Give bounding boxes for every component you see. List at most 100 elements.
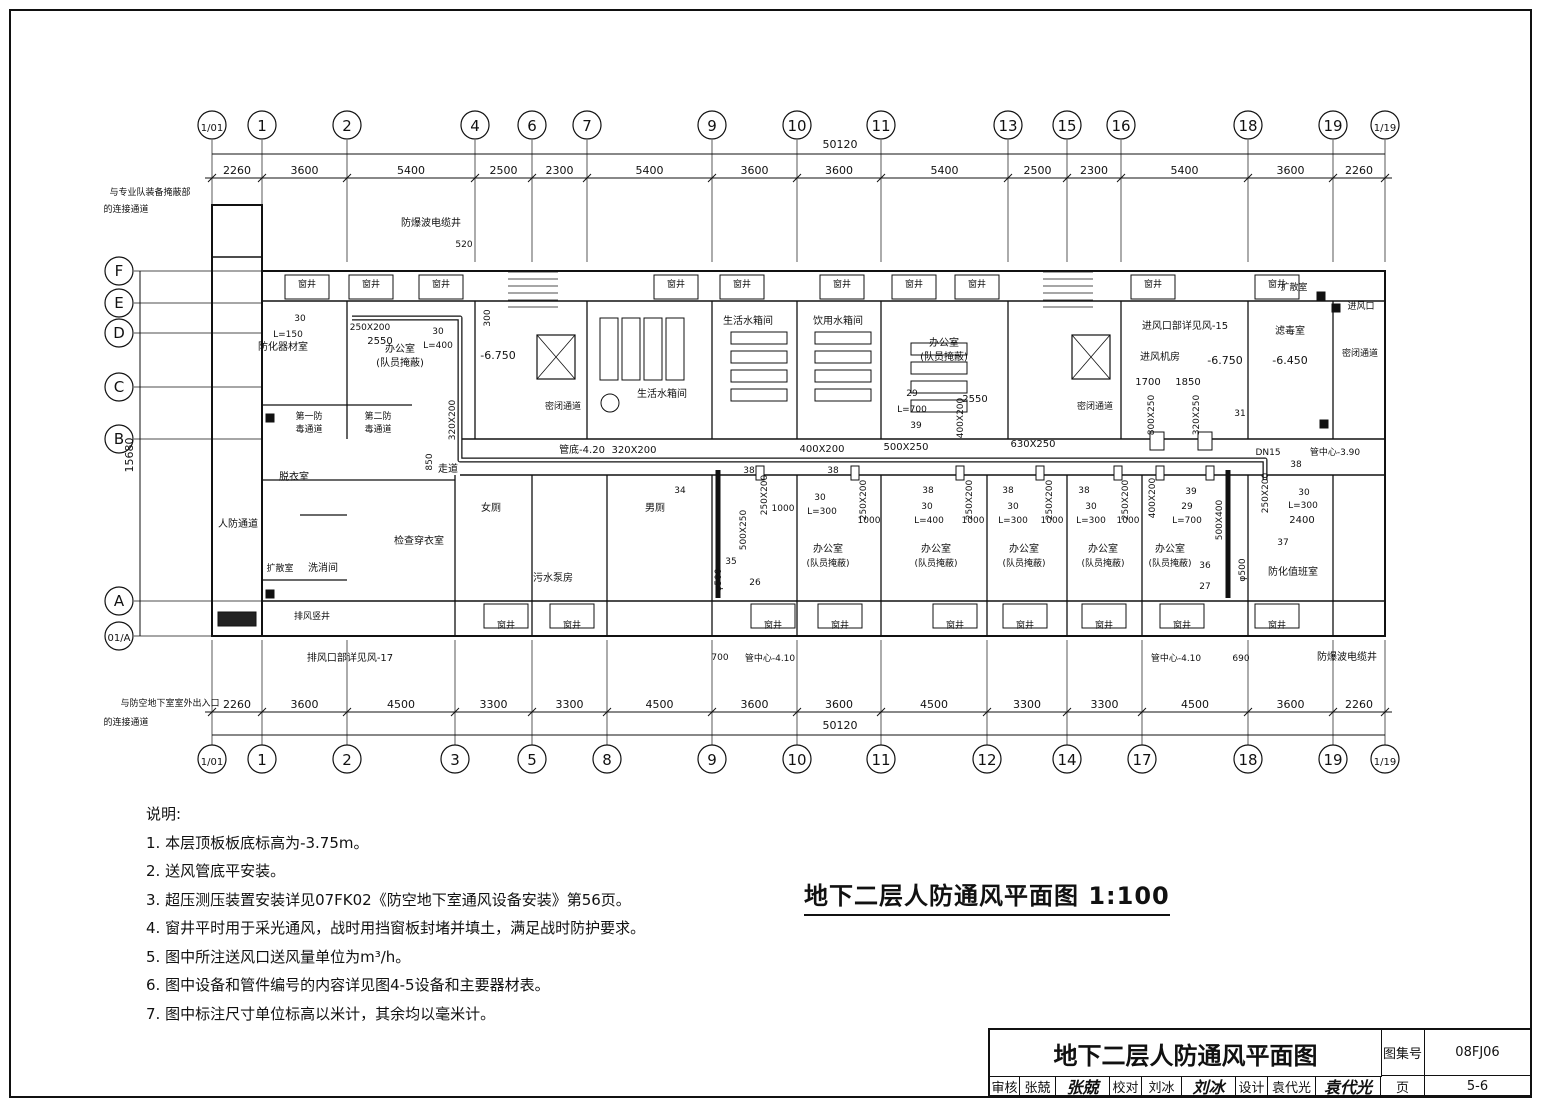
window-shaft-label: 窗井	[1173, 619, 1191, 631]
exhaust-grille	[217, 611, 257, 627]
window-shaft	[719, 274, 765, 300]
axis-bubble	[197, 110, 227, 140]
dimension-tick	[1328, 707, 1338, 717]
duct-size-label: φ500	[714, 568, 724, 591]
dimension-value: 2550	[962, 394, 987, 405]
room-label: 走道	[438, 462, 458, 475]
axis-bubble	[572, 110, 602, 140]
axis-label: 18	[1238, 751, 1257, 769]
item-number: 27	[1199, 582, 1210, 592]
dimension-tick	[527, 173, 537, 183]
item-number: 30	[1085, 502, 1097, 512]
bottom-dimension-value: 3600	[741, 698, 769, 711]
top-dimension-value: 2500	[490, 164, 518, 177]
axis-bubble	[104, 318, 134, 348]
title-block-title: 地下二层人防通风平面图	[990, 1030, 1382, 1077]
axis-label: 1/01	[201, 123, 223, 134]
axis-label: 01/A	[108, 633, 131, 644]
airflow-label: L=150	[273, 330, 303, 340]
bottom-dimension-value: 4500	[920, 698, 948, 711]
window-shaft	[549, 603, 595, 629]
axis-label: 11	[871, 751, 890, 769]
axis-bubble	[104, 256, 134, 286]
room-label: 滤毒室	[1275, 324, 1305, 337]
passage-wall	[211, 204, 263, 637]
axis-label: 17	[1132, 751, 1151, 769]
item-number: 34	[674, 486, 686, 496]
room-label: 办公室	[921, 542, 951, 555]
note-item: 2. 送风管底平安装。	[146, 862, 286, 880]
room-label: (队员掩蔽)	[1081, 557, 1124, 569]
axis-bubble	[104, 424, 134, 454]
item-number: 38	[743, 466, 755, 476]
item-number: 38	[1078, 486, 1090, 496]
item-number: 37	[1277, 538, 1288, 548]
total-dimension-bottom: 50120	[823, 719, 858, 732]
design-name: 袁代光	[1268, 1076, 1316, 1097]
bottom-dimension-value: 3600	[1277, 698, 1305, 711]
axis-label: 19	[1323, 117, 1342, 135]
top-dimension-value: 3600	[825, 164, 853, 177]
axis-label: 14	[1057, 751, 1076, 769]
axis-bubble	[104, 372, 134, 402]
axis-label: D	[113, 324, 125, 342]
dimension-value: 690	[1232, 654, 1249, 664]
dimension-value: 1000	[772, 504, 795, 514]
window-shaft	[653, 274, 699, 300]
item-number: 29	[1181, 502, 1193, 512]
duct-size-label: 630X250	[1010, 439, 1055, 450]
water-tank	[814, 331, 872, 345]
elevator-shaft	[1071, 334, 1111, 380]
title-block: 地下二层人防通风平面图 图集号 08FJ06 审核 张兢 张兢 校对 刘冰 刘冰…	[988, 1028, 1532, 1097]
duct-size-label: 250X200	[859, 479, 869, 520]
pump-icon	[600, 393, 620, 413]
room-label: 办公室	[1155, 542, 1185, 555]
room-label: 办公室	[1009, 542, 1039, 555]
axis-bubble	[782, 744, 812, 774]
duct-size-label: 400X200	[956, 397, 966, 438]
top-dimension-value: 2260	[1345, 164, 1373, 177]
duct-size-label: 250X200	[1121, 479, 1131, 520]
bottom-dimension-value: 2260	[1345, 698, 1373, 711]
pipe-size-label: DN15	[1255, 448, 1280, 458]
axis-bubble	[972, 744, 1002, 774]
axis-label: 11	[871, 117, 890, 135]
room-label: 生活水箱间	[637, 387, 687, 400]
axis-label: 5	[527, 751, 537, 769]
page-label: 页	[1381, 1076, 1425, 1097]
bottom-dimension-value: 3600	[291, 698, 319, 711]
connection-note: 与专业队装备掩蔽部	[109, 186, 190, 198]
atlas-number: 08FJ06	[1425, 1030, 1530, 1076]
window-shaft	[1254, 603, 1300, 629]
duct-elevation-label: 管中心-4.10	[745, 652, 796, 664]
top-dimension-value: 5400	[636, 164, 664, 177]
airflow-label: L=300	[807, 507, 837, 517]
total-dimension-top: 50120	[823, 138, 858, 151]
axis-bubble	[1318, 110, 1348, 140]
water-tank	[910, 361, 968, 375]
dimension-value: 1850	[1175, 377, 1200, 388]
bottom-dimension-value: 4500	[646, 698, 674, 711]
bottom-dimension-value: 3300	[1013, 698, 1041, 711]
bottom-dimension-value: 3300	[556, 698, 584, 711]
axis-label: 18	[1238, 117, 1257, 135]
check-name: 刘冰	[1142, 1076, 1182, 1097]
connection-note: 的连接通道	[103, 203, 148, 215]
dimension-tick	[450, 707, 460, 717]
walls	[211, 204, 1386, 637]
air-outlet	[1035, 465, 1045, 481]
dimension-tick	[342, 173, 352, 183]
airflow-label: L=700	[1172, 516, 1202, 526]
review-name: 张兢	[1020, 1076, 1056, 1097]
room-label: 扩散室	[266, 562, 293, 574]
room-label: 脱衣室	[279, 470, 309, 483]
dimension-tick	[792, 707, 802, 717]
duct-size-label: 300	[483, 309, 493, 326]
duct-size-label: 250X200	[760, 474, 770, 515]
window-shaft	[418, 274, 464, 300]
duct-size-label: 500X250	[739, 509, 749, 550]
axis-bubble	[866, 744, 896, 774]
room-label: 女厕	[481, 501, 501, 514]
window-shaft-label: 窗井	[905, 278, 923, 290]
water-tank	[814, 369, 872, 383]
